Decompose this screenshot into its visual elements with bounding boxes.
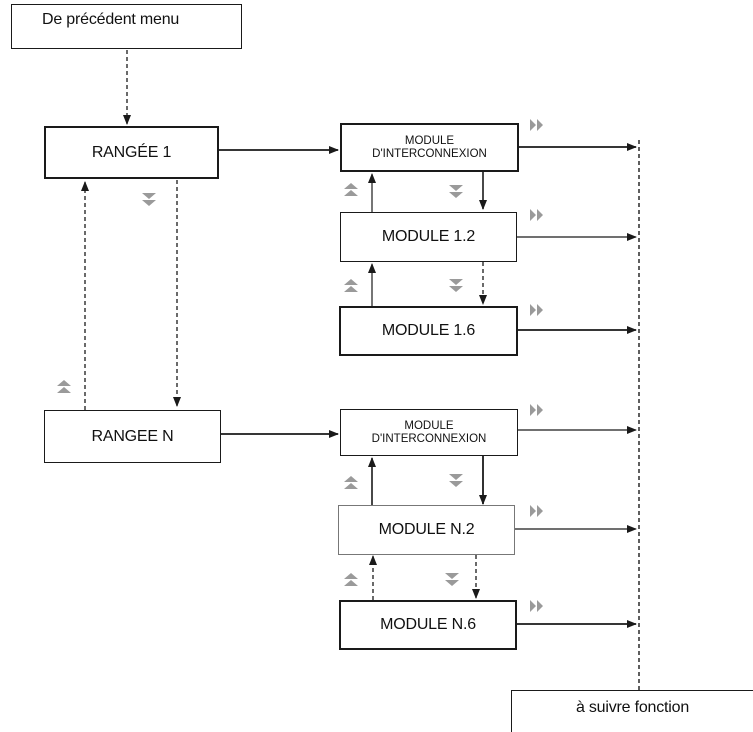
next-function-label: à suivre fonction [575, 699, 690, 716]
module-1-2-box: MODULE 1.2 [340, 212, 517, 262]
double-chevron-up-icon [344, 476, 358, 489]
double-chevron-up-icon [344, 183, 358, 196]
next-function-box: à suivre fonction [511, 690, 753, 732]
double-chevron-right-icon [530, 209, 543, 221]
double-chevron-right-icon [530, 404, 543, 416]
module-n-2-label: MODULE N.2 [378, 521, 475, 538]
module-n-6-label: MODULE N.6 [380, 616, 476, 633]
double-chevron-right-icon [530, 119, 543, 131]
double-chevron-right-icon [530, 600, 543, 612]
interconnect-1-label-line1: MODULE [404, 134, 455, 147]
double-chevron-up-icon [344, 279, 358, 292]
module-n-6-box: MODULE N.6 [339, 600, 517, 650]
double-chevron-down-icon [142, 193, 156, 206]
double-chevron-down-icon [449, 185, 463, 198]
module-1-6-box: MODULE 1.6 [339, 306, 518, 356]
row-n-label: RANGEE N [91, 427, 174, 445]
row-n-box: RANGEE N [44, 410, 221, 463]
double-chevron-down-icon [449, 279, 463, 292]
double-chevron-right-icon [530, 505, 543, 517]
module-1-6-label: MODULE 1.6 [381, 322, 476, 339]
double-chevron-up-icon [57, 380, 71, 393]
double-chevron-down-icon [449, 474, 463, 487]
module-1-2-label: MODULE 1.2 [381, 228, 476, 245]
interconnect-1-label-line2: D'INTERCONNEXION [372, 147, 487, 160]
double-chevron-up-icon [344, 573, 358, 586]
previous-menu-label: De précédent menu [42, 11, 180, 28]
previous-menu-box: De précédent menu [11, 4, 242, 49]
double-chevron-right-icon [530, 304, 543, 316]
interconnect-n-label-line1: MODULE [404, 419, 454, 432]
module-n-2-box: MODULE N.2 [338, 505, 515, 555]
interconnect-n-box: MODULE D'INTERCONNEXION [340, 409, 518, 456]
interconnect-1-box: MODULE D'INTERCONNEXION [340, 123, 519, 172]
row-1-label: RANGÉE 1 [91, 143, 172, 161]
interconnect-n-label-line2: D'INTERCONNEXION [371, 432, 487, 445]
row-1-box: RANGÉE 1 [44, 126, 219, 179]
double-chevron-down-icon [445, 573, 459, 586]
